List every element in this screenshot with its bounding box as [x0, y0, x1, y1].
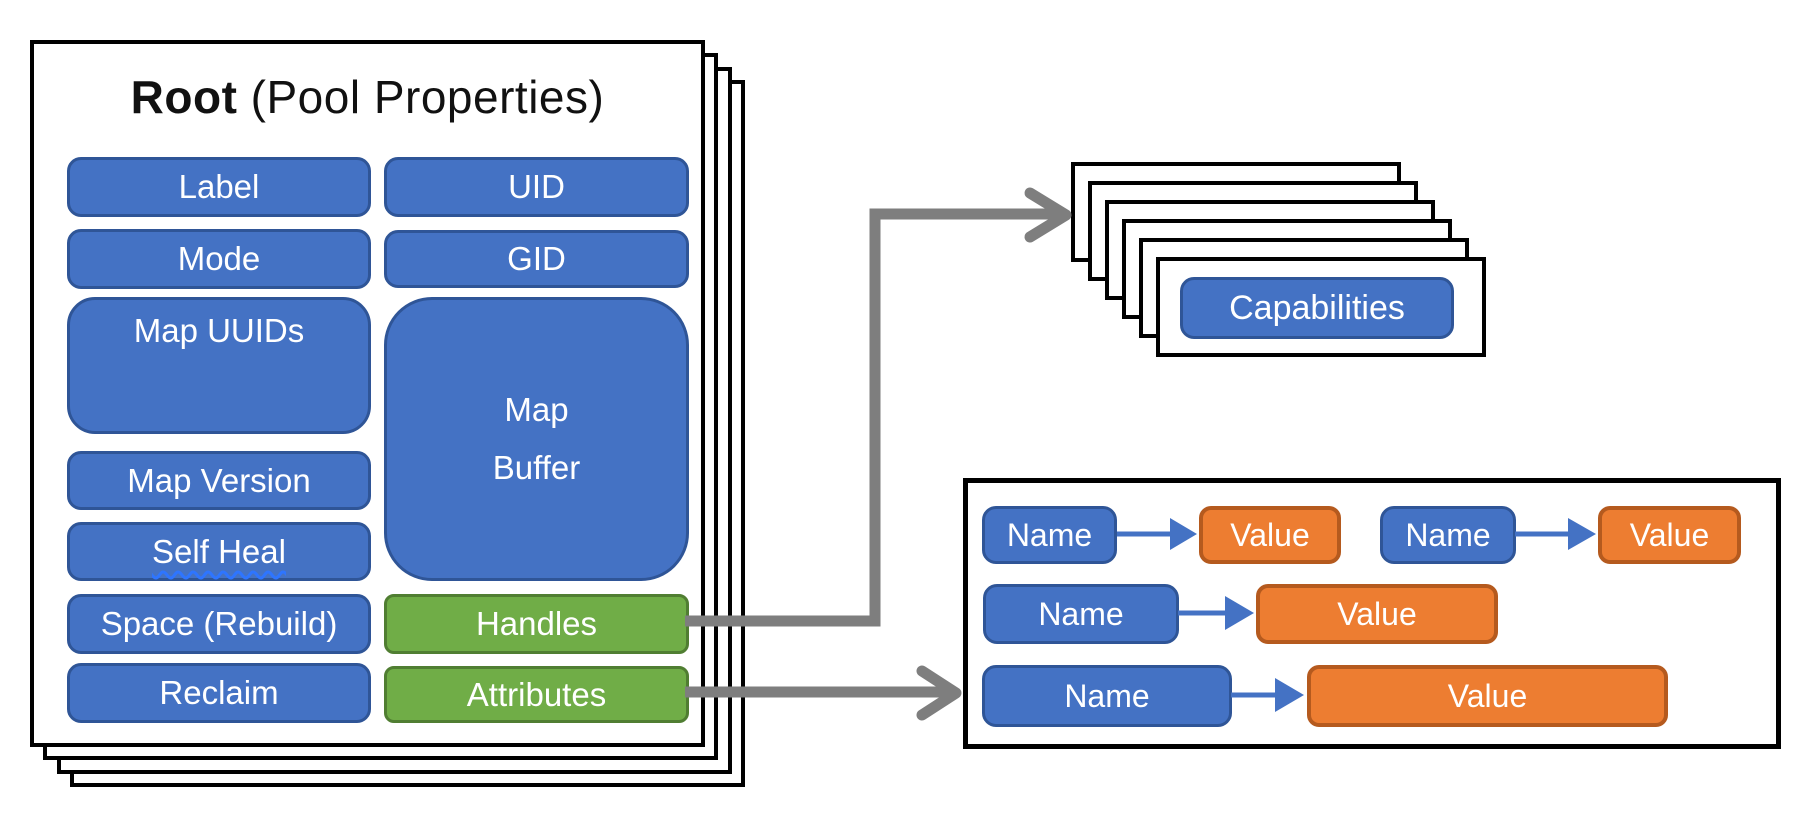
- value-box-2-text: Value: [1629, 516, 1710, 553]
- handles-arrowhead-icon: [1024, 187, 1072, 243]
- box-capabilities: Capabilities: [1180, 277, 1454, 339]
- root-card: Root (Pool Properties) Label Mode Map UU…: [30, 40, 705, 747]
- box-self-heal-text: Self Heal: [152, 532, 286, 570]
- box-map-buffer: Map Buffer: [384, 297, 689, 581]
- root-card-title: Root (Pool Properties): [34, 70, 701, 124]
- box-map-uuids: Map UUIDs: [67, 297, 371, 434]
- box-reclaim-text: Reclaim: [159, 674, 279, 711]
- box-uid: UID: [384, 157, 689, 217]
- value-box-4: Value: [1307, 665, 1668, 727]
- box-gid-text: GID: [507, 240, 566, 277]
- value-box-3: Value: [1256, 584, 1498, 644]
- value-box-4-text: Value: [1447, 677, 1528, 714]
- capabilities-sheet-front: Capabilities: [1156, 257, 1486, 357]
- box-space-rebuild-text: Space (Rebuild): [100, 605, 338, 642]
- box-attributes: Attributes: [384, 666, 689, 723]
- box-handles-text: Handles: [475, 605, 598, 642]
- box-mode-text: Mode: [177, 240, 261, 277]
- box-gid: GID: [384, 230, 689, 288]
- box-reclaim: Reclaim: [67, 663, 371, 723]
- name-box-2-text: Name: [1405, 516, 1491, 553]
- box-mode: Mode: [67, 229, 371, 289]
- box-label-text: Label: [178, 168, 260, 205]
- box-space-rebuild: Space (Rebuild): [67, 594, 371, 654]
- name-box-3: Name: [983, 584, 1179, 644]
- name-box-1: Name: [982, 506, 1117, 564]
- root-title-rest: (Pool Properties): [237, 71, 605, 123]
- box-attributes-text: Attributes: [466, 675, 607, 713]
- name-box-4: Name: [982, 665, 1232, 727]
- box-map-buffer-line2: Buffer: [492, 449, 581, 486]
- name-box-3-text: Name: [1038, 595, 1124, 632]
- box-label: Label: [67, 157, 371, 217]
- box-self-heal: Self Heal: [67, 522, 371, 581]
- attributes-arrowhead-icon: [916, 665, 962, 721]
- value-box-1-text: Value: [1230, 516, 1310, 553]
- name-box-2: Name: [1380, 506, 1516, 564]
- box-map-version-text: Map Version: [127, 461, 311, 499]
- attributes-panel: Name Value Name Value Name Value Name Va…: [963, 478, 1781, 749]
- box-map-buffer-line1: Map: [504, 391, 569, 428]
- name-box-4-text: Name: [1064, 677, 1150, 714]
- box-map-uuids-text: Map UUIDs: [133, 312, 305, 349]
- name-box-1-text: Name: [1006, 516, 1093, 553]
- box-uid-text: UID: [508, 168, 565, 205]
- box-capabilities-text: Capabilities: [1229, 288, 1405, 327]
- value-box-2: Value: [1598, 506, 1741, 564]
- box-handles: Handles: [384, 594, 689, 654]
- value-box-1: Value: [1199, 506, 1341, 564]
- root-title-bold: Root: [130, 71, 238, 123]
- value-box-3-text: Value: [1337, 595, 1417, 632]
- box-map-version: Map Version: [67, 451, 371, 510]
